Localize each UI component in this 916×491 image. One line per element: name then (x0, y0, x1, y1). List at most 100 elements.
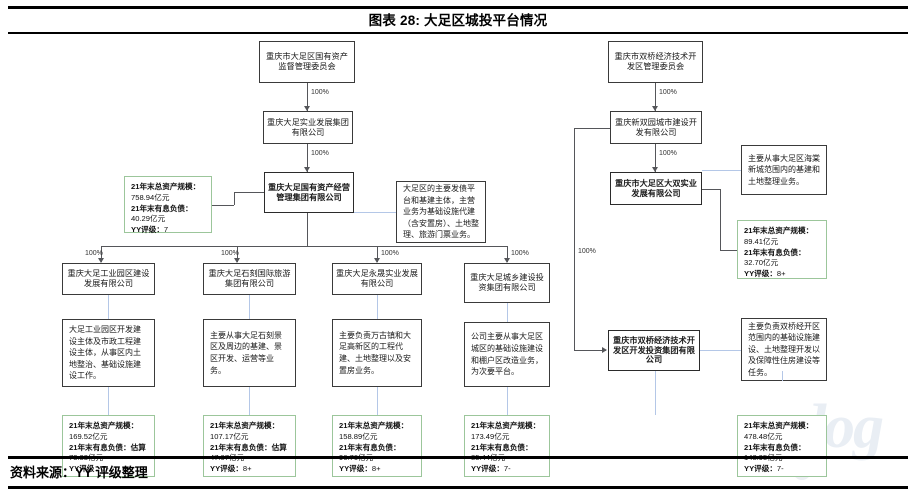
source-note: 资料来源：YY 评级整理 (10, 465, 148, 480)
ownership-pct-4: 100% (221, 250, 239, 257)
description-sub4: 公司主要从事大足区城区的基础设施建设和棚户区改造业务，为次要平台。 (464, 322, 550, 387)
fin-debt-label-1: 21年末有息负债：估算 (69, 442, 146, 452)
fin-rating-label-1: YY评级： (69, 464, 102, 474)
description-shuangqiao-invest: 主要负责双桥经开区范围内的基础设施建设、土地整理开发以及保障性住房建设等任务。 (741, 318, 827, 381)
fin-rating-value-4: 7- (503, 464, 511, 474)
fin-assets-value-1: 169.52亿元 (69, 431, 108, 441)
edge-bus-to-sub1 (101, 246, 102, 262)
fin-debt-label-3: 21年末有息负债： (339, 442, 401, 452)
fin-rating-value-3: 8+ (371, 464, 381, 474)
fin-debt-label-6: 21年末有息负债： (744, 442, 806, 452)
edge-sub3-fin (377, 387, 378, 415)
node-dazu-guozi[interactable]: 重庆大足国有资产经营管理集团有限公司 (264, 172, 354, 213)
fin-rating-value-1: 7- (101, 464, 109, 474)
edge-bus-to-sub2 (237, 246, 238, 262)
fin-assets-value: 758.94亿元 (131, 192, 170, 202)
fin-assets-label: 21年末总资产规模： (131, 182, 201, 191)
fin-assets-label-6: 21年末总资产规模： (744, 421, 814, 430)
connector-fin-dashuang-v (720, 189, 721, 250)
node-sasac-dazu[interactable]: 重庆市大足区国有资产监督管理委员会 (259, 41, 355, 83)
bus-horizontal-subs (101, 246, 507, 247)
ownership-pct-6: 100% (511, 250, 529, 257)
node-xinshuangyuan[interactable]: 重庆新双园城市建设开发有限公司 (610, 111, 702, 144)
arrow-sub4 (503, 258, 510, 263)
ownership-pct-3: 100% (85, 250, 103, 257)
fin-rating-value-5: 8+ (776, 269, 786, 279)
arrow-shiye-to-guozi (303, 167, 310, 172)
node-shuangqiao-invest[interactable]: 重庆市双桥经济技术开发区开发投资集团有限公司 (608, 330, 700, 371)
fin-debt-value: 40.29亿元 (131, 214, 166, 224)
page-title: 图表 28: 大足区城投平台情况 (368, 13, 548, 28)
fin-assets-value-5: 89.41亿元 (744, 236, 779, 246)
fin-rating-label-6: YY评级： (744, 464, 777, 474)
fin-debt-label-5: 21年末有息负债： (744, 247, 806, 257)
connector-fin-guozi-h (212, 205, 234, 206)
node-shuangqiao-mgmt[interactable]: 重庆市双桥经济技术开发区管理委员会 (608, 41, 703, 83)
connector-desc-guozi (354, 212, 396, 213)
node-sub2[interactable]: 重庆大足石刻国际旅游集团有限公司 (203, 263, 296, 295)
fin-rating-label-4: YY评级： (471, 464, 504, 474)
fin-debt-label-4: 21年末有息负债： (471, 442, 533, 452)
fin-debt-value-5: 32.70亿元 (744, 258, 779, 268)
fin-debt-label: 21年末有息负债： (131, 203, 193, 213)
edge-xinshuangyuan-to-dashuang (655, 144, 656, 172)
edge-mgmt-to-xinshuangyuan (655, 83, 656, 111)
footer-top-rule (8, 456, 908, 459)
edge-sub1-fin (108, 387, 109, 415)
fin-assets-value-4: 173.49亿元 (471, 431, 510, 441)
node-sub4[interactable]: 重庆大足城乡建设投资集团有限公司 (464, 263, 550, 303)
fin-assets-value-2: 107.17亿元 (210, 431, 249, 441)
fin-assets-label-2: 21年末总资产规模： (210, 421, 280, 430)
arrow-to-invest (602, 346, 607, 353)
edge-sub4-desc (507, 303, 508, 322)
fin-assets-label-1: 21年末总资产规模： (69, 421, 139, 430)
arrow-sub3 (373, 258, 380, 263)
node-dashuang[interactable]: 重庆市大足区大双实业发展有限公司 (610, 172, 702, 205)
fin-rating-label-2: YY评级： (210, 464, 243, 474)
ownership-pct-9: 100% (578, 248, 596, 255)
node-sub3[interactable]: 重庆大足永晟实业发展有限公司 (332, 263, 422, 295)
elbow-xinshuangyuan-h (574, 128, 610, 129)
financial-box-shuangqiao-invest: 21年末总资产规模： 478.48亿元 21年末有息负债： 148.95亿元 Y… (737, 415, 827, 477)
description-dashuang: 主要从事大足区海棠新城范围内的基建和土地整理业务。 (741, 145, 827, 195)
edge-sub1-desc (108, 295, 109, 319)
connector-desc-invest (700, 350, 741, 351)
arrow-sasac-to-shiye (303, 106, 310, 111)
arrow-sub2 (233, 258, 240, 263)
description-sub3: 主要负责万古镇和大足高新区的工程代建、土地整理以及安置房业务。 (332, 319, 422, 387)
description-sub2: 主要从事大足石刻景区及周边的基建、景区开发、运营等业务。 (203, 319, 296, 387)
fin-assets-value-3: 158.89亿元 (339, 431, 378, 441)
node-sub1[interactable]: 重庆大足工业园区建设发展有限公司 (62, 263, 155, 295)
fin-debt-label-2: 21年末有息负债：估算 (210, 442, 287, 452)
edge-bus-to-sub3 (377, 246, 378, 262)
description-dazu-guozi: 大足区的主要发债平台和基建主体，主营业务为基础设施代建（含安置房）、土地整理、旅… (396, 181, 486, 243)
fin-rating-label-5: YY评级： (744, 269, 777, 279)
arrow-sub1 (97, 258, 104, 263)
header-top-rule (8, 6, 908, 9)
fin-rating-label: YY评级： (131, 225, 164, 235)
financial-box-dashuang: 21年末总资产规模： 89.41亿元 21年末有息负债： 32.70亿元 YY评… (737, 220, 827, 279)
edge-invest-down (655, 371, 656, 415)
financial-box-sub2: 21年末总资产规模： 107.17亿元 21年末有息负债：估算 47.07亿元 … (203, 415, 296, 477)
connector-desc-dashuang (702, 170, 741, 171)
connector-fin-guozi-v (234, 192, 235, 205)
fin-assets-label-3: 21年末总资产规模： (339, 421, 409, 430)
connector-fin-dashuang-h2 (720, 250, 737, 251)
ownership-pct-8: 100% (659, 150, 677, 157)
elbow-xinshuangyuan-v (574, 128, 575, 350)
edge-sub3-desc (377, 295, 378, 319)
fin-rating-value-6: 7- (776, 464, 784, 474)
ownership-pct-2: 100% (311, 150, 329, 157)
financial-box-sub3: 21年末总资产规模： 158.89亿元 21年末有息负债： 96.76亿元 YY… (332, 415, 422, 477)
fin-rating-value: 7 (163, 225, 169, 235)
fin-assets-label-4: 21年末总资产规模： (471, 421, 541, 430)
edge-shiye-to-guozi (307, 144, 308, 172)
edge-bus-to-sub4 (507, 246, 508, 262)
arrow-xinshuangyuan-to-dashuang (651, 167, 658, 172)
org-chart-diagram: 重庆市大足区国有资产监督管理委员会 100% 重庆大足实业发展集团有限公司 10… (0, 34, 916, 477)
arrow-mgmt-to-xinshuangyuan (651, 106, 658, 111)
header-bottom-rule (8, 32, 908, 34)
financial-box-sub4: 21年末总资产规模： 173.49亿元 21年末有息负债： 85.44亿元 YY… (464, 415, 550, 477)
connector-fin-dashuang-h (702, 189, 720, 190)
node-dazu-shiye[interactable]: 重庆大足实业发展集团有限公司 (263, 111, 353, 144)
